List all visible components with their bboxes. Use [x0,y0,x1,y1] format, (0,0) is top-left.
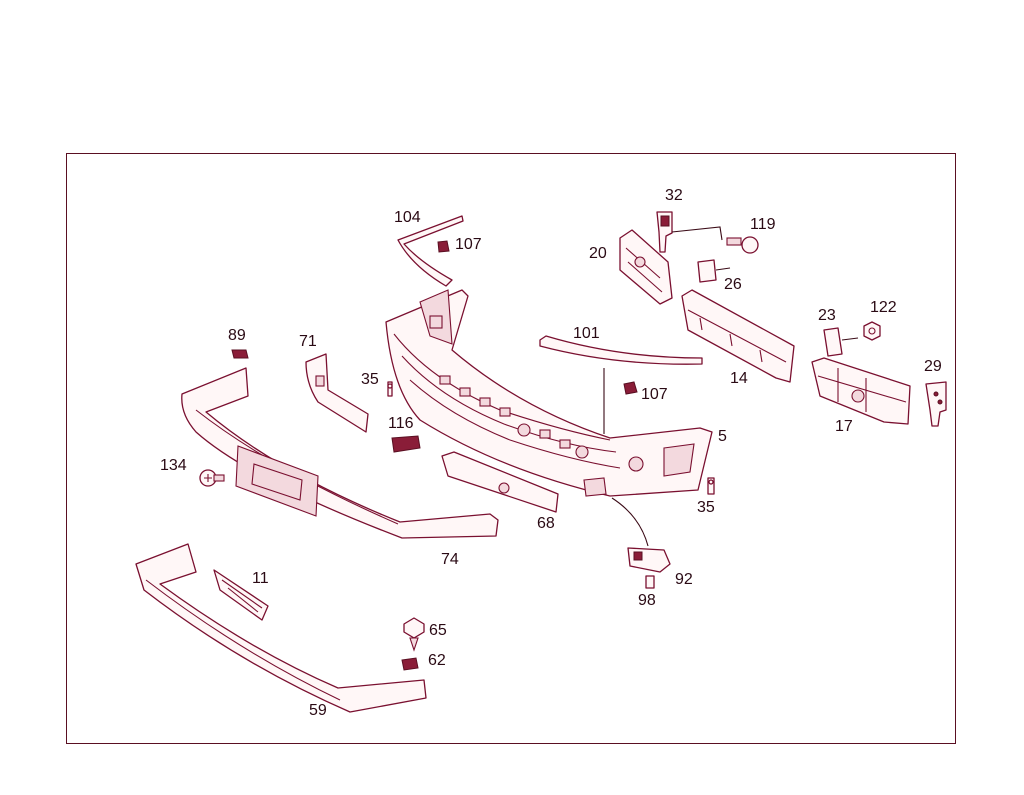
part-104-trim-strip[interactable] [397,215,464,287]
label-107-lower: 107 [641,386,668,403]
part-65-screw[interactable] [403,617,425,652]
part-35-clip-left[interactable] [387,381,393,397]
label-5: 5 [718,428,727,445]
bumper-slots [439,375,644,472]
diagram-frame [66,153,956,744]
part-35-clip-right[interactable] [707,477,715,495]
label-122: 122 [870,299,897,316]
label-20: 20 [589,245,607,262]
label-11: 11 [252,570,269,587]
part-29-bracket[interactable] [925,381,947,427]
label-134: 134 [160,457,187,474]
label-35-left: 35 [361,371,379,388]
part-68-trim[interactable] [441,451,559,513]
label-71: 71 [299,333,317,350]
label-104: 104 [394,209,421,226]
part-11-grille[interactable] [213,569,269,621]
part-89-clip[interactable] [231,349,249,359]
part-98-screw[interactable] [645,575,655,589]
part-62-nut[interactable] [401,657,419,671]
part-23-bracket[interactable] [823,327,859,357]
part-134-screw[interactable] [199,469,225,487]
label-116: 116 [388,415,414,432]
label-26: 26 [724,276,742,293]
label-101: 101 [573,325,600,342]
part-59-spoiler[interactable] [135,543,427,713]
part-119-bolt[interactable] [671,226,759,254]
part-74-bumper-cover[interactable] [181,367,499,539]
part-116-clip[interactable] [391,435,421,453]
label-89: 89 [228,327,246,344]
part-101-trim-strip[interactable] [539,335,703,434]
label-119: 119 [750,216,776,233]
label-35-right: 35 [697,499,715,516]
label-65: 65 [429,622,447,639]
part-5-main-bumper[interactable] [385,289,713,497]
label-98: 98 [638,592,656,609]
part-26-bracket[interactable] [697,259,731,283]
label-32: 32 [665,187,683,204]
part-14-absorber[interactable] [681,289,795,383]
part-17-absorber[interactable] [811,357,911,425]
label-107-top: 107 [455,236,482,253]
label-14: 14 [730,370,748,387]
label-59: 59 [309,702,327,719]
part-92-bracket[interactable] [611,497,671,573]
label-23: 23 [818,307,836,324]
label-17: 17 [835,418,853,435]
part-20-support[interactable] [619,229,673,305]
label-68: 68 [537,515,555,532]
label-62: 62 [428,652,446,669]
part-107-clip-top[interactable] [437,240,450,253]
part-71-trim[interactable] [305,353,369,433]
part-107-clip-lower[interactable] [623,381,638,395]
part-32-bracket[interactable] [656,211,673,253]
label-92: 92 [675,571,693,588]
part-122-nut[interactable] [863,321,881,341]
label-74: 74 [441,551,459,568]
label-29: 29 [924,358,942,375]
